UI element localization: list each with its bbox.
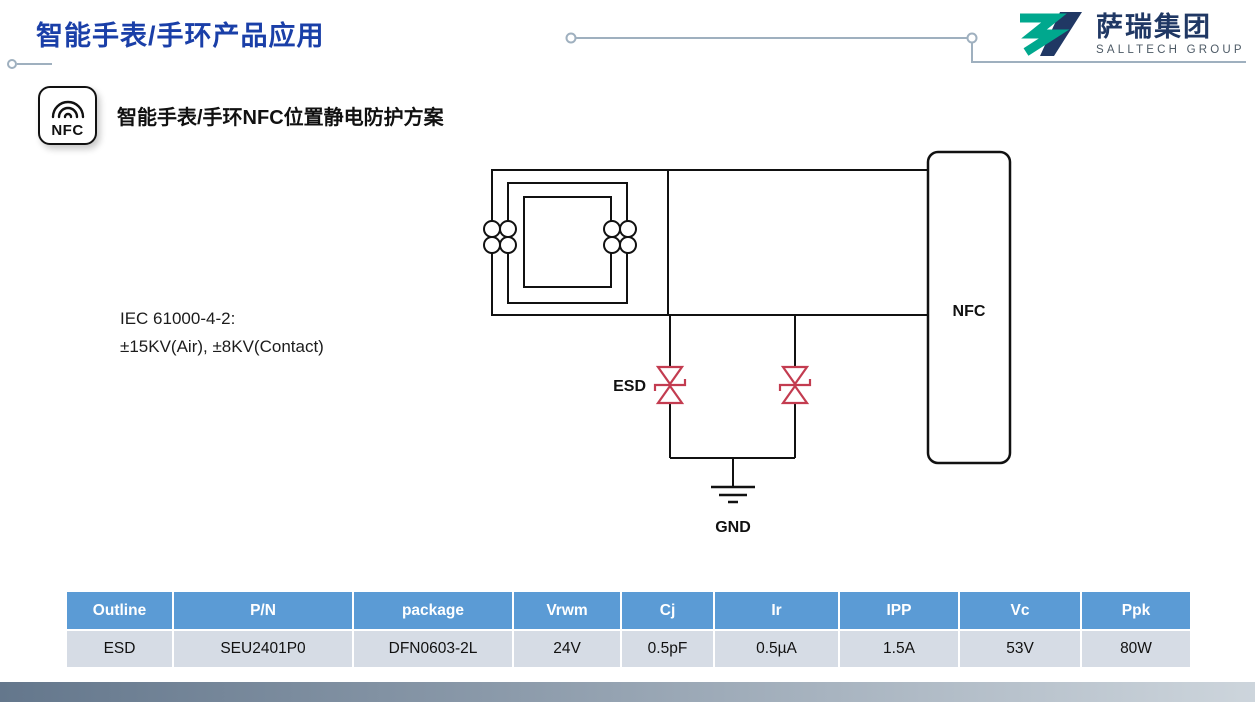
- col-header-cj: Cj: [620, 590, 715, 631]
- cell-outline: ESD: [65, 629, 174, 669]
- cell-vrwm: 24V: [512, 629, 622, 669]
- cell-package: DFN0603-2L: [352, 629, 514, 669]
- nfc-badge-label: NFC: [51, 122, 84, 139]
- esd-label: ESD: [613, 378, 646, 395]
- footer-bar: [0, 682, 1255, 702]
- iec-spec-text: IEC 61000-4-2: ±15KV(Air), ±8KV(Contact): [120, 305, 324, 361]
- cell-pn: SEU2401P0: [172, 629, 354, 669]
- coil-winding-symbol-right: [603, 220, 637, 254]
- nfc-block-label: NFC: [953, 303, 986, 320]
- nfc-ic-block: [926, 150, 1012, 465]
- spec-table: Outline P/N package Vrwm Cj Ir IPP Vc Pp…: [65, 590, 1192, 669]
- deco-dot-mid-left: [565, 32, 577, 44]
- nfc-antenna-coil: [491, 169, 669, 316]
- contactless-waves-icon: [51, 100, 84, 119]
- gnd-label: GND: [715, 519, 751, 536]
- cell-ipp: 1.5A: [838, 629, 960, 669]
- section-subtitle: 智能手表/手环NFC位置静电防护方案: [117, 107, 444, 129]
- company-logo: 萨瑞集团 SALLTECH GROUP: [1014, 10, 1245, 58]
- cell-vc: 53V: [958, 629, 1082, 669]
- col-header-vc: Vc: [958, 590, 1082, 631]
- logo-mark-icon: [1020, 12, 1082, 56]
- cell-cj: 0.5pF: [620, 629, 715, 669]
- logo-name: 萨瑞集团: [1096, 12, 1212, 42]
- col-header-outline: Outline: [65, 590, 174, 631]
- col-header-ppk: Ppk: [1080, 590, 1192, 631]
- col-header-vrwm: Vrwm: [512, 590, 622, 631]
- col-header-package: package: [352, 590, 514, 631]
- ground-symbol: [711, 485, 755, 504]
- cell-ppk: 80W: [1080, 629, 1192, 669]
- deco-dot-left: [7, 59, 17, 69]
- circuit-diagram: ESD GND NFC: [483, 150, 1012, 536]
- decorative-connector-line: [7, 32, 1246, 69]
- col-header-ipp: IPP: [838, 590, 960, 631]
- iec-line1: IEC 61000-4-2:: [120, 309, 236, 328]
- circuit-wires: [668, 169, 928, 487]
- nfc-badge: NFC: [38, 86, 97, 145]
- spec-table-header-row: Outline P/N package Vrwm Cj Ir IPP Vc Pp…: [65, 590, 1192, 631]
- col-header-ir: Ir: [713, 590, 840, 631]
- deco-dot-mid-right: [966, 32, 978, 44]
- cell-ir: 0.5µA: [713, 629, 840, 669]
- page-title: 智能手表/手环产品应用: [36, 21, 325, 51]
- coil-winding-symbol-left: [483, 220, 517, 254]
- esd-tvs-diode-left: [653, 365, 687, 405]
- spec-table-data-row: ESD SEU2401P0 DFN0603-2L 24V 0.5pF 0.5µA…: [65, 629, 1192, 669]
- logo-subtext: SALLTECH GROUP: [1096, 44, 1245, 56]
- esd-tvs-diode-right: [778, 365, 812, 405]
- iec-line2: ±15KV(Air), ±8KV(Contact): [120, 337, 324, 356]
- col-header-pn: P/N: [172, 590, 354, 631]
